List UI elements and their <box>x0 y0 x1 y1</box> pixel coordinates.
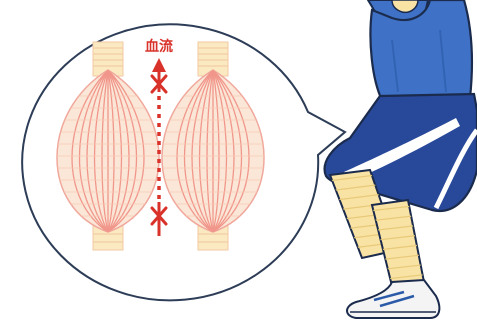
blood-flow-label: 血流 <box>145 38 173 55</box>
squatting-figure <box>320 0 477 318</box>
figure-torso <box>370 0 472 100</box>
